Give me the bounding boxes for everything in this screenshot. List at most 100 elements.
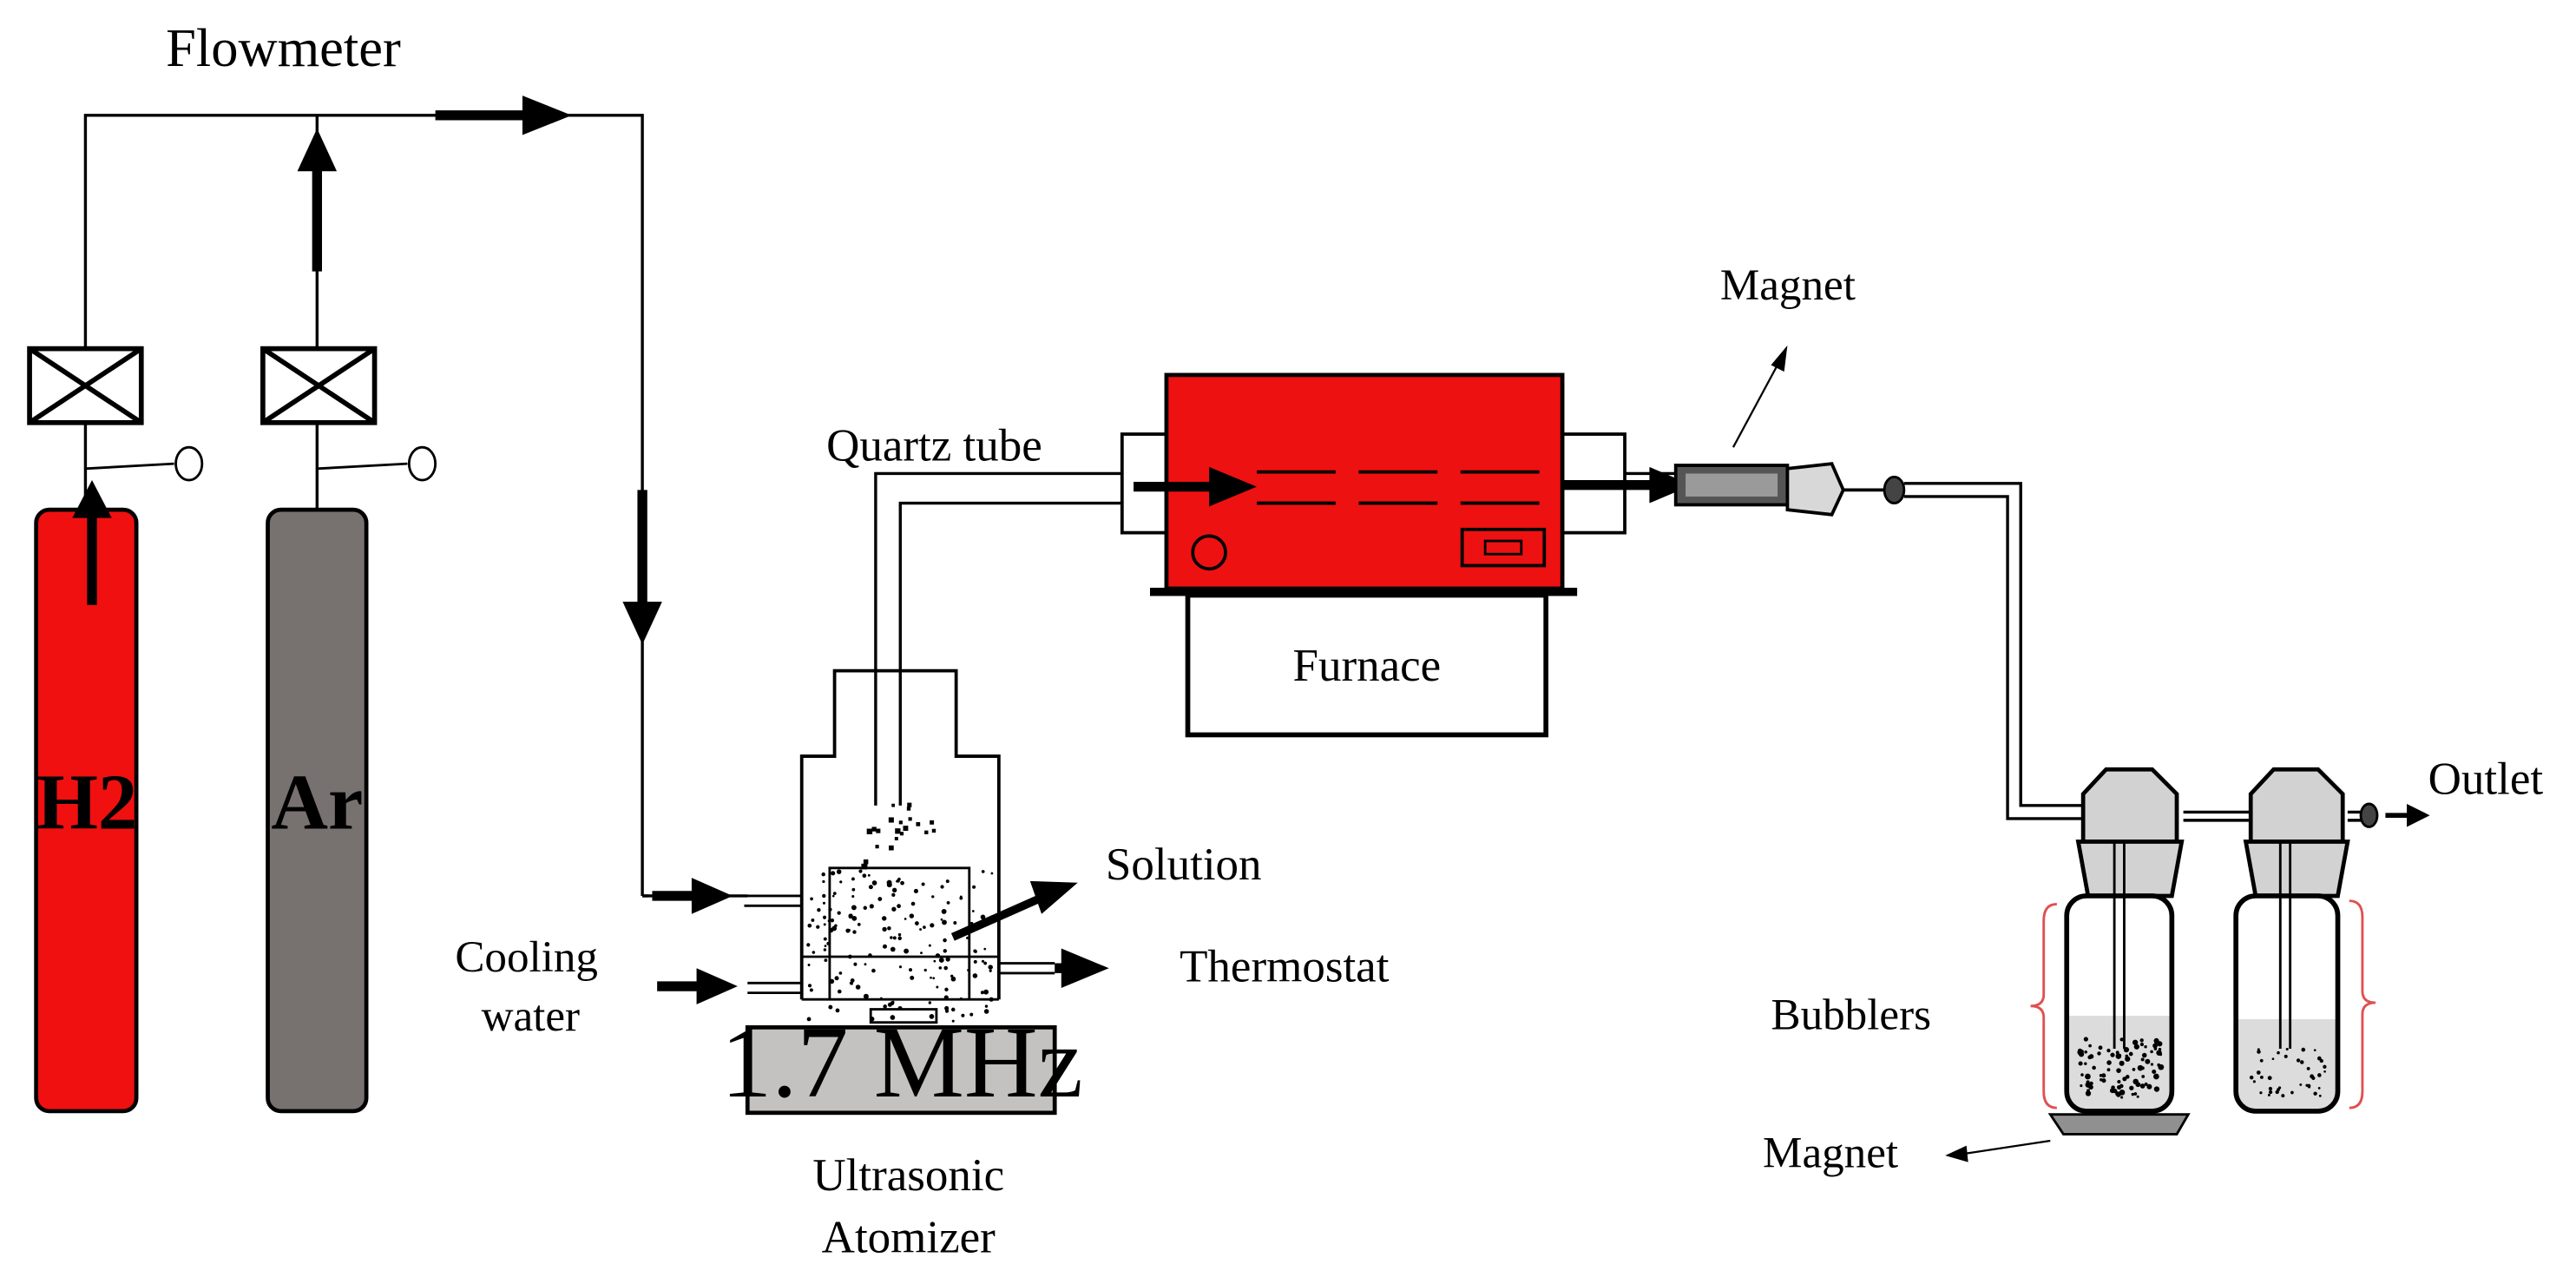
particle (2115, 1050, 2119, 1055)
particle (806, 943, 811, 947)
particle (890, 936, 893, 939)
particle (831, 871, 836, 876)
valve-ar (260, 346, 378, 425)
particle (871, 826, 877, 832)
particle (2313, 1049, 2316, 1052)
gas-lines (83, 114, 748, 898)
particle (2101, 1078, 2106, 1083)
particle (911, 1008, 915, 1011)
particle (981, 959, 985, 963)
particle (2139, 1083, 2146, 1089)
particle (2141, 1052, 2147, 1058)
particle (834, 924, 838, 927)
particle (2119, 1060, 2125, 1066)
particle (894, 836, 898, 840)
particle (2277, 1050, 2280, 1055)
particle (903, 826, 909, 831)
particle (928, 1001, 932, 1004)
particle (2150, 1063, 2154, 1066)
particle (967, 969, 969, 971)
particle (2308, 1085, 2311, 1089)
particle (897, 932, 902, 937)
particle (809, 988, 813, 992)
particle (2317, 1087, 2321, 1090)
particle (904, 948, 910, 954)
particle (2290, 1090, 2294, 1095)
particle (2284, 1054, 2288, 1058)
particle (863, 859, 869, 865)
cooling-water-label-2: water (482, 991, 580, 1041)
particle (938, 966, 943, 970)
flowmeter-label: Flowmeter (166, 17, 401, 78)
particle (823, 923, 826, 926)
particle (867, 873, 871, 877)
particle (2089, 1081, 2093, 1086)
particle (2317, 1073, 2322, 1077)
particle (832, 892, 837, 895)
flow-arrow-top (435, 95, 572, 135)
flow-arrow-solution (950, 880, 1078, 941)
particle (910, 901, 916, 906)
particle (2098, 1045, 2103, 1050)
particle (2300, 1060, 2304, 1064)
particle (2133, 1092, 2138, 1096)
particle (2150, 1050, 2153, 1054)
particle (944, 1005, 950, 1011)
particle (891, 1000, 895, 1004)
particle (863, 905, 867, 910)
particle (850, 978, 855, 983)
outlet-tubing (1903, 482, 2375, 822)
particle (2131, 1092, 2134, 1096)
particle (983, 961, 988, 965)
particle (931, 895, 935, 899)
particle (2305, 1083, 2309, 1087)
particle (2299, 1083, 2303, 1086)
bubbler-1 (2064, 767, 2185, 1114)
particle (2122, 1077, 2127, 1082)
cooling-water-label-1: Cooling (455, 932, 598, 982)
particle (2106, 1048, 2111, 1053)
particle (2080, 1084, 2083, 1088)
particle (2119, 1037, 2124, 1042)
particle (851, 877, 855, 881)
particle (2153, 1073, 2159, 1080)
particle (943, 965, 948, 971)
particle (853, 962, 858, 966)
particle (923, 925, 926, 929)
particle (839, 880, 843, 884)
quartz-tube-label: Quartz tube (826, 420, 1042, 471)
particle (2099, 1074, 2103, 1077)
particle (909, 913, 915, 919)
furnace: Furnace (1120, 372, 1626, 738)
particle (882, 944, 888, 949)
ar-label: Ar (271, 758, 363, 846)
bubblers-label: Bubblers (1771, 990, 1932, 1039)
particle (2128, 1051, 2133, 1057)
particle (2256, 1070, 2261, 1075)
particle (942, 919, 947, 925)
particle (862, 873, 867, 879)
particle (847, 954, 852, 959)
magnet-plate (2047, 1113, 2191, 1136)
particle (890, 1015, 896, 1020)
particle (2323, 1064, 2327, 1069)
particle (811, 919, 815, 922)
particle (836, 869, 842, 874)
particle (972, 885, 976, 889)
ar-cylinder: Ar (266, 507, 369, 1114)
particle (892, 936, 897, 940)
particle (871, 968, 876, 973)
particle (2140, 1057, 2145, 1062)
particle (971, 910, 975, 912)
particle (2158, 1063, 2165, 1070)
particle (989, 997, 994, 1002)
particle (827, 919, 831, 923)
particle (810, 897, 813, 901)
particle (898, 965, 903, 969)
particle (933, 959, 936, 963)
particle (816, 925, 820, 929)
flow-arrow-cooling-in-1 (652, 878, 733, 914)
particle (2301, 1047, 2306, 1052)
particle (851, 905, 857, 911)
